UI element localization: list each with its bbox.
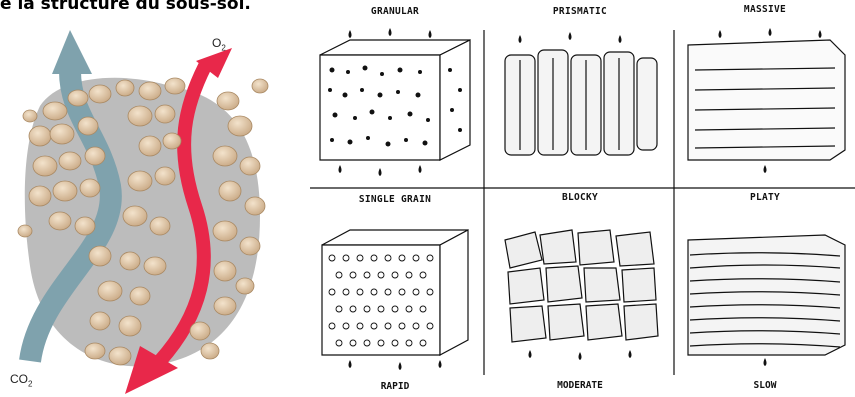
o2-label: O2 (212, 36, 226, 52)
title-blocky: BLOCKY (490, 192, 670, 203)
co2-arrow-head (52, 30, 92, 74)
granular-block (320, 40, 470, 160)
title-massive: MASSIVE (675, 4, 855, 15)
co2-label: CO2 (10, 372, 32, 388)
title-single-grain: SINGLE GRAIN (305, 194, 485, 205)
title-platy: PLATY (675, 192, 855, 203)
page-title: e la structure du sous-sol. (0, 0, 251, 14)
soil-aggregate-drawing (0, 16, 300, 397)
soil-structure-grid: GRANULAR PRISMATIC MASSIVE SINGLE GRAIN … (310, 0, 855, 397)
prismatic-block (505, 50, 657, 155)
single-grain-block (322, 230, 468, 355)
title-granular: GRANULAR (305, 6, 485, 17)
blocky-block (505, 230, 658, 342)
platy-block (688, 235, 845, 355)
rate-moderate: MODERATE (490, 380, 670, 391)
rate-slow: SLOW (675, 380, 855, 391)
title-prismatic: PRISMATIC (490, 6, 670, 17)
rate-rapid: RAPID (305, 381, 485, 392)
soil-gas-exchange-illustration: O2 CO2 (0, 16, 300, 397)
massive-block (688, 40, 845, 160)
